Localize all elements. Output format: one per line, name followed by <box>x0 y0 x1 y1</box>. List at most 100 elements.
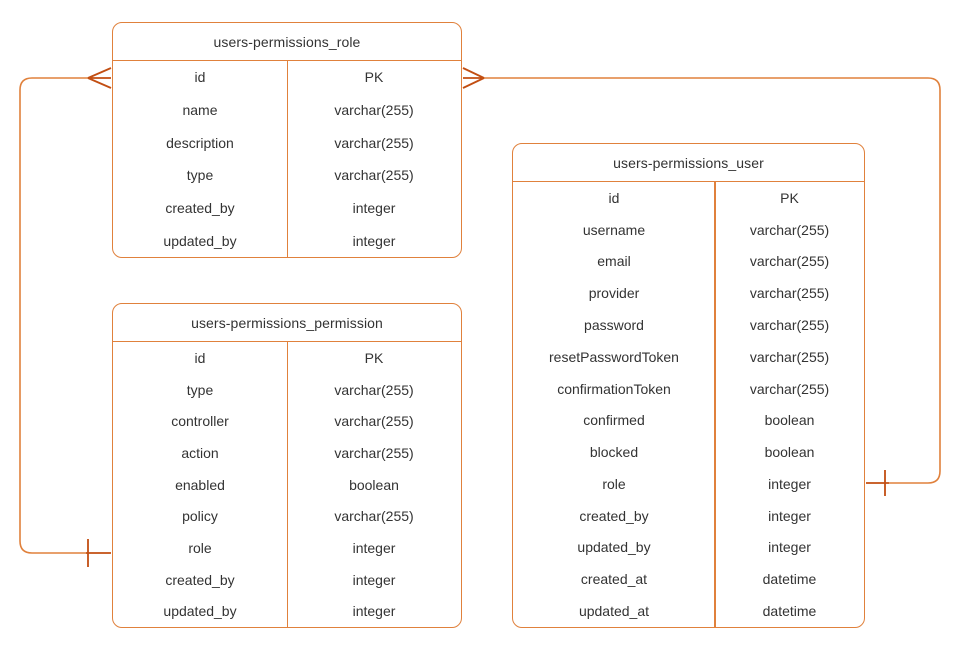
field-type: PK <box>780 189 799 206</box>
field-name: id <box>194 69 206 86</box>
field-name: role <box>602 475 626 492</box>
field-name: updated_by <box>163 603 237 620</box>
field-name: name <box>182 102 218 118</box>
field-type: varchar(255) <box>749 317 830 334</box>
table-row: updated_at datetime <box>513 595 864 627</box>
entity-table-permission[interactable]: users-permissions_permission id PK type … <box>112 303 462 628</box>
table-row: policy varchar(255) <box>113 500 461 532</box>
column-divider <box>286 342 288 627</box>
field-name: id <box>194 349 206 366</box>
table-row: name varchar(255) <box>113 94 461 127</box>
field-name: updated_by <box>163 232 237 249</box>
field-name: username <box>582 221 646 238</box>
field-name: type <box>186 381 214 398</box>
table-title: users-permissions_user <box>513 144 864 182</box>
field-name: type <box>186 167 214 184</box>
field-type: datetime <box>762 571 817 588</box>
table-row: blocked boolean <box>513 436 864 468</box>
field-name: provider <box>588 285 640 302</box>
table-row: created_by integer <box>513 500 864 532</box>
table-row: role integer <box>513 468 864 500</box>
field-name: confirmationToken <box>557 380 671 397</box>
field-type: varchar(255) <box>334 444 414 461</box>
field-type: integer <box>352 571 396 588</box>
field-name: resetPasswordToken <box>549 348 679 365</box>
column-divider <box>286 61 288 257</box>
table-row: resetPasswordToken varchar(255) <box>513 341 864 373</box>
field-name: updated_at <box>578 603 650 620</box>
one-tick-icon <box>866 470 889 496</box>
table-row: id PK <box>113 61 461 94</box>
table-row: role integer <box>113 532 461 564</box>
table-row: confirmed boolean <box>513 404 864 436</box>
field-type: integer <box>352 200 396 217</box>
field-name: description <box>166 134 234 151</box>
field-type: PK <box>364 69 384 86</box>
field-type: varchar(255) <box>334 381 414 398</box>
field-name: created_by <box>165 571 235 588</box>
field-type: varchar(255) <box>749 380 830 397</box>
field-type: boolean <box>764 444 815 461</box>
field-type: PK <box>364 349 384 366</box>
field-name: policy <box>182 508 218 525</box>
field-name: role <box>188 539 212 556</box>
table-row: id PK <box>513 182 864 214</box>
field-type: varchar(255) <box>749 253 830 270</box>
field-type: integer <box>768 539 811 556</box>
table-row: username varchar(255) <box>513 214 864 246</box>
field-name: action <box>181 444 219 461</box>
entity-table-role[interactable]: users-permissions_role id PK name varcha… <box>112 22 462 258</box>
field-name: blocked <box>589 444 639 461</box>
crows-foot-many-icon <box>87 67 112 89</box>
table-title: users-permissions_role <box>113 23 461 61</box>
field-type: boolean <box>349 476 399 493</box>
relationship-role-user[interactable] <box>462 67 941 496</box>
table-row: updated_by integer <box>513 532 864 564</box>
field-type: varchar(255) <box>749 348 830 365</box>
table-row: controller varchar(255) <box>113 405 461 437</box>
field-name: enabled <box>175 476 225 493</box>
table-row: created_by integer <box>113 192 461 225</box>
one-tick-icon <box>86 539 111 567</box>
table-row: updated_by integer <box>113 224 461 257</box>
table-row: provider varchar(255) <box>513 277 864 309</box>
field-type: integer <box>352 232 396 249</box>
table-row: type varchar(255) <box>113 374 461 406</box>
field-name: created_by <box>165 200 235 217</box>
field-name: created_at <box>580 571 648 588</box>
table-row: id PK <box>113 342 461 374</box>
table-body: id PK type varchar(255) controller varch… <box>113 342 461 627</box>
table-row: created_by integer <box>113 564 461 596</box>
table-row: created_at datetime <box>513 563 864 595</box>
table-row: enabled boolean <box>113 469 461 501</box>
field-type: varchar(255) <box>334 102 414 118</box>
field-name: id <box>608 189 620 206</box>
table-title: users-permissions_permission <box>113 304 461 342</box>
column-divider <box>714 182 716 627</box>
field-type: varchar(255) <box>334 134 414 151</box>
field-type: integer <box>768 475 811 492</box>
table-row: email varchar(255) <box>513 246 864 278</box>
table-row: password varchar(255) <box>513 309 864 341</box>
table-body: id PK name varchar(255) description varc… <box>113 61 461 257</box>
field-type: boolean <box>764 412 815 429</box>
field-name: confirmed <box>583 412 645 429</box>
relationship-role-permission[interactable] <box>19 67 112 567</box>
field-name: controller <box>171 413 229 430</box>
field-name: updated_by <box>577 539 651 556</box>
field-type: integer <box>768 507 811 524</box>
field-type: integer <box>352 539 396 556</box>
field-type: varchar(255) <box>749 285 830 302</box>
table-row: type varchar(255) <box>113 159 461 192</box>
table-row: confirmationToken varchar(255) <box>513 373 864 405</box>
field-type: varchar(255) <box>749 221 830 238</box>
entity-table-user[interactable]: users-permissions_user id PK username va… <box>512 143 865 628</box>
field-name: password <box>584 317 644 334</box>
table-row: description varchar(255) <box>113 126 461 159</box>
field-type: varchar(255) <box>334 167 414 184</box>
table-row: updated_by integer <box>113 595 461 627</box>
field-type: datetime <box>762 603 817 620</box>
field-type: varchar(255) <box>334 508 414 525</box>
field-name: created_by <box>579 507 649 524</box>
